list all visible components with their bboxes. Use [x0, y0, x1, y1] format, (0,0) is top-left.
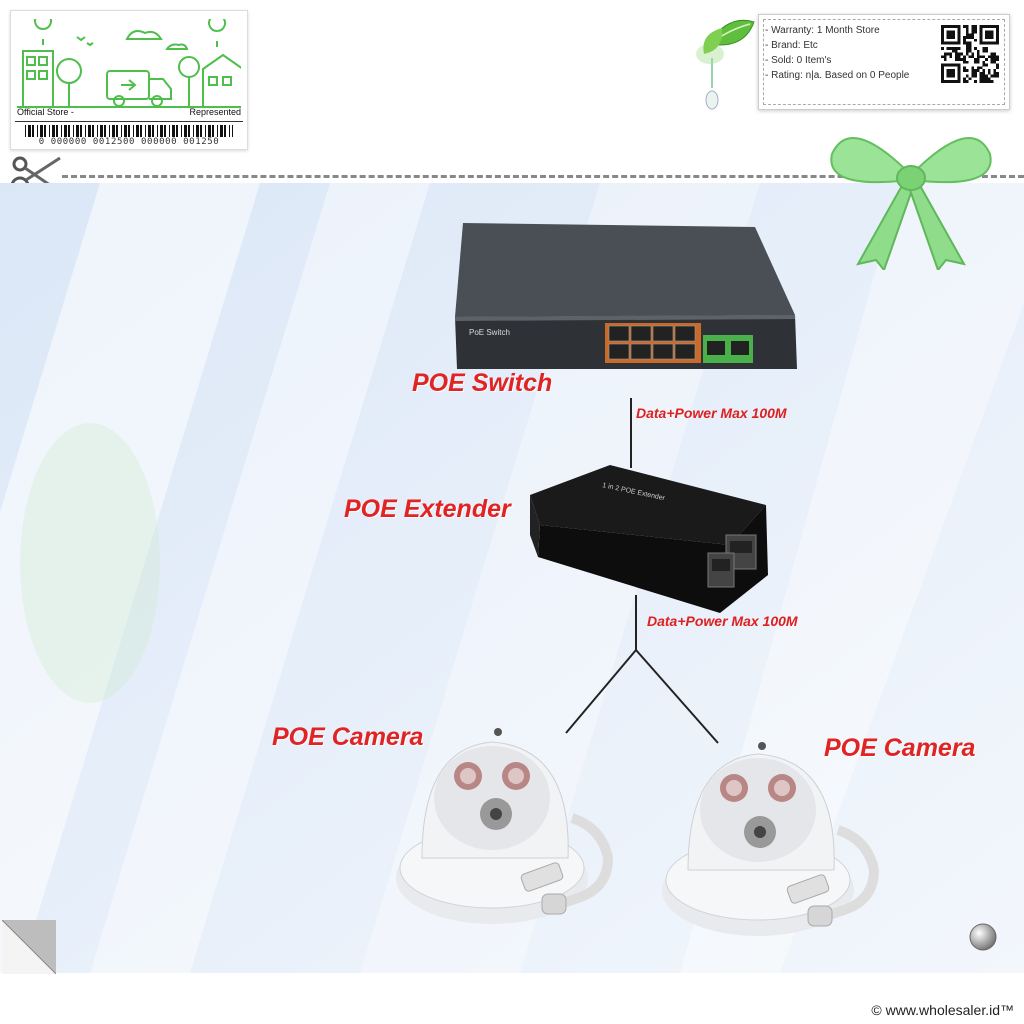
barcode	[25, 125, 233, 137]
represented-label: Represented	[189, 107, 241, 117]
connection-lines	[565, 398, 719, 744]
split-to-camera1-cable	[565, 649, 637, 734]
leaf-icon	[696, 19, 755, 110]
product-diagram: PoE Switch 1 in 2 POE Extender	[0, 183, 1024, 973]
official-store-label: Official Store -	[17, 107, 74, 117]
poe-camera-1	[396, 728, 614, 924]
poe-extender-device: 1 in 2 POE Extender	[530, 465, 768, 613]
poe-extender-label: POE Extender	[344, 495, 511, 523]
copyright-text: © www.wholesaler.id™	[871, 1002, 1014, 1018]
town-illustration	[17, 19, 241, 108]
poe-switch-device: PoE Switch	[455, 223, 797, 369]
camera1-label: POE Camera	[272, 723, 424, 751]
sold-line: - Sold: 0 Item's	[765, 55, 832, 66]
barcode-number: 0 000000 0012500 000000 001250	[38, 137, 220, 147]
brand-line: - Brand: Etc	[765, 40, 818, 51]
cut-line	[62, 175, 1024, 178]
round-button-icon[interactable]	[968, 922, 998, 952]
bow-icon	[830, 137, 992, 270]
store-labels: Official Store - Represented	[15, 107, 243, 122]
split-to-camera2-cable	[635, 649, 719, 744]
poe-camera-2	[662, 742, 880, 936]
store-card: Official Store - Represented 0 000000 00…	[10, 10, 248, 150]
qr-code-icon[interactable]	[941, 25, 999, 83]
rating-line: - Rating: n|a. Based on 0 People	[765, 70, 910, 81]
info-box-dashed-border	[763, 19, 1005, 105]
switch-panel-text: PoE Switch	[469, 328, 510, 337]
link2-label: Data+Power Max 100M	[647, 613, 798, 629]
link1-label: Data+Power Max 100M	[636, 405, 787, 421]
page-curl-icon	[2, 920, 56, 974]
poe-switch-label: POE Switch	[412, 369, 553, 397]
warranty-line: - Warranty: 1 Month Store	[765, 25, 880, 36]
info-list: - Warranty: 1 Month Store - Brand: Etc -…	[765, 23, 909, 83]
product-info-box: - Warranty: 1 Month Store - Brand: Etc -…	[758, 14, 1010, 110]
camera2-label: POE Camera	[824, 734, 976, 762]
